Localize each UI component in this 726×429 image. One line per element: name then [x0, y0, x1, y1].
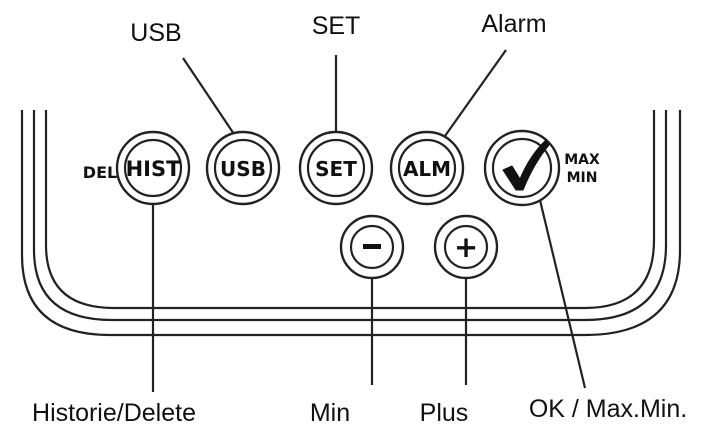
alm-button-label: ALM: [403, 157, 451, 181]
plus-button[interactable]: +: [433, 214, 499, 280]
leader-line-ok: [532, 174, 587, 389]
set-button[interactable]: SET: [298, 130, 374, 206]
hist-button-label: HIST: [126, 157, 182, 181]
hist-button[interactable]: HIST: [115, 130, 191, 206]
set-button-label: SET: [315, 157, 357, 181]
callout-history: Historie/Delete: [32, 399, 196, 427]
callout-set: SET: [312, 12, 361, 40]
alm-button[interactable]: ALM: [389, 130, 465, 206]
plus-button-label: +: [454, 230, 478, 264]
minus-icon: [363, 244, 381, 249]
usb-button[interactable]: USB: [205, 130, 281, 206]
callout-ok: OK / Max.Min.: [529, 395, 687, 423]
callout-usb: USB: [130, 19, 181, 47]
ok-button[interactable]: [483, 129, 561, 207]
leader-line-alarm: [439, 49, 507, 144]
usb-button-label: USB: [220, 157, 266, 181]
callout-plus: Plus: [420, 399, 469, 427]
checkmark-icon: [502, 139, 550, 191]
device-housing-outline: [20, 110, 682, 337]
del-label: DEL: [83, 163, 117, 182]
max-label: MAX: [564, 152, 600, 168]
callout-alarm: Alarm: [481, 10, 546, 38]
leader-line-usb: [182, 57, 241, 144]
callout-min: Min: [310, 399, 350, 427]
min-side-label: MIN: [567, 170, 598, 186]
minus-button[interactable]: [339, 214, 405, 280]
